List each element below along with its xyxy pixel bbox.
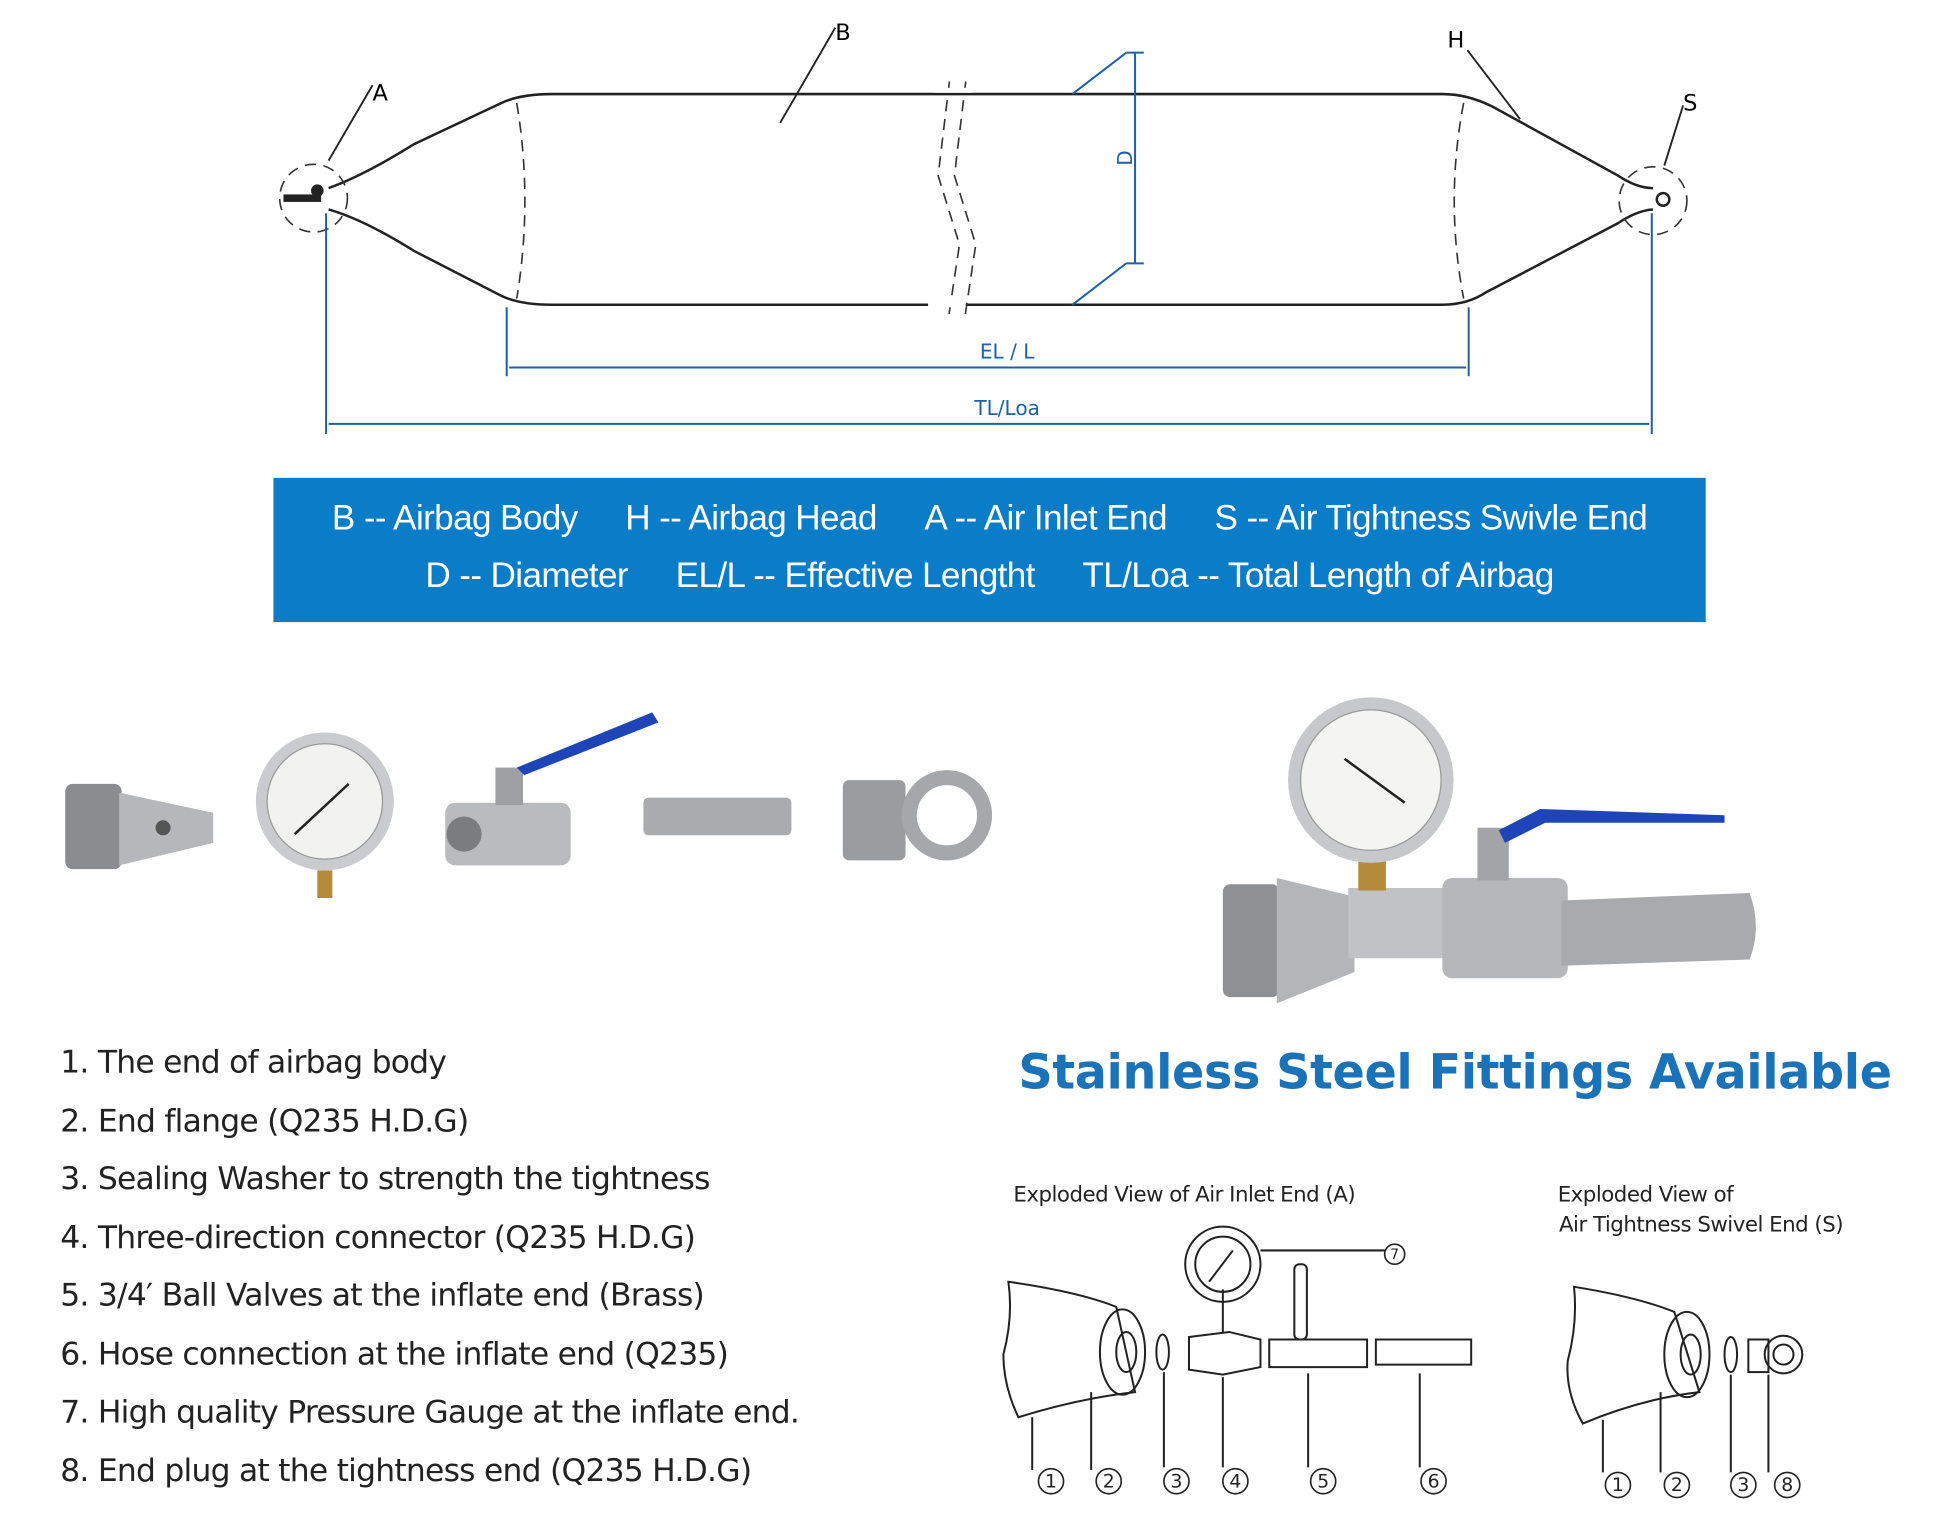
end-plug-photo — [842, 770, 993, 861]
airbag-outline-top — [328, 92, 1654, 190]
callout-3: 3 — [1737, 1475, 1749, 1496]
swivel-end-marker-circle — [1618, 165, 1688, 236]
swivel-caption-line2: Air Tightness Swivel End (S) — [1558, 1212, 1844, 1238]
legend-item: TL/Loa -- Total Length of Airbag — [1082, 555, 1554, 595]
label-total-length: TL/Loa — [973, 396, 1040, 420]
legend-item: S -- Air Tightness Swivle End — [1214, 497, 1648, 537]
list-item: 1. The end of airbag body — [60, 1043, 447, 1080]
legend-item: H -- Airbag Head — [625, 497, 877, 537]
list-item: 6. Hose connection at the inflate end (Q… — [60, 1335, 729, 1372]
legend-box: B -- Airbag Body H -- Airbag Head A -- A… — [273, 477, 1706, 623]
callout-2: 2 — [1103, 1471, 1115, 1492]
inlet-valve-icon — [283, 184, 324, 202]
ball-valve-photo — [445, 712, 659, 866]
legend-item: EL/L -- Effective Lengtht — [675, 555, 1036, 595]
legend-row-1: B -- Airbag Body H -- Airbag Head A -- A… — [273, 498, 1705, 538]
inlet-caption: Exploded View of Air Inlet End (A) — [1013, 1182, 1356, 1208]
inlet-exploded-drawing — [1002, 1225, 1473, 1470]
assembled-fittings-photo — [1222, 697, 1756, 1004]
callout-8: 8 — [1781, 1475, 1793, 1496]
callout-1: 1 — [1045, 1471, 1057, 1492]
hose-connection-photo — [643, 797, 792, 836]
end-flange-photo — [65, 783, 214, 870]
label-effective-length: EL / L — [980, 340, 1035, 364]
swivel-plug-icon — [1655, 191, 1671, 207]
swivel-caption-line1: Exploded View of — [1557, 1182, 1734, 1208]
list-item: 8. End plug at the tightness end (Q235 H… — [60, 1451, 752, 1489]
airbag-outline-bottom — [328, 208, 1654, 307]
legend-item: B -- Airbag Body — [331, 497, 578, 537]
label-h: H — [1447, 28, 1464, 54]
label-diameter: D — [1113, 150, 1137, 165]
list-item: 2. End flange (Q235 H.D.G) — [60, 1101, 469, 1139]
pressure-gauge-photo — [255, 732, 394, 899]
list-item: 3. Sealing Washer to strength the tightn… — [60, 1160, 710, 1197]
inlet-end-marker-circle — [278, 163, 349, 233]
label-a: A — [372, 80, 388, 106]
callout-3: 3 — [1170, 1471, 1182, 1492]
list-item: 4. Three-direction connector (Q235 H.D.G… — [60, 1218, 696, 1255]
headline: Stainless Steel Fittings Available — [1018, 1044, 1892, 1100]
legend-item: A -- Air Inlet End — [924, 497, 1167, 537]
label-b: B — [835, 20, 850, 46]
callout-5: 5 — [1317, 1471, 1329, 1492]
parts-list: 1. The end of airbag body 2. End flange … — [60, 1038, 800, 1505]
callout-2: 2 — [1671, 1475, 1683, 1496]
list-item: 5. 3/4′ Ball Valves at the inflate end (… — [60, 1276, 705, 1314]
swivel-exploded-drawing — [1566, 1285, 1804, 1473]
callout-7: 7 — [1390, 1247, 1399, 1263]
legend-item: D -- Diameter — [425, 555, 628, 595]
legend-row-2: D -- Diameter EL/L -- Effective Lengtht … — [273, 556, 1705, 596]
callout-4: 4 — [1229, 1471, 1241, 1492]
list-item: 7. High quality Pressure Gauge at the in… — [60, 1393, 800, 1430]
label-s: S — [1683, 90, 1697, 116]
callout-6: 6 — [1428, 1471, 1440, 1492]
callout-1: 1 — [1612, 1475, 1624, 1496]
